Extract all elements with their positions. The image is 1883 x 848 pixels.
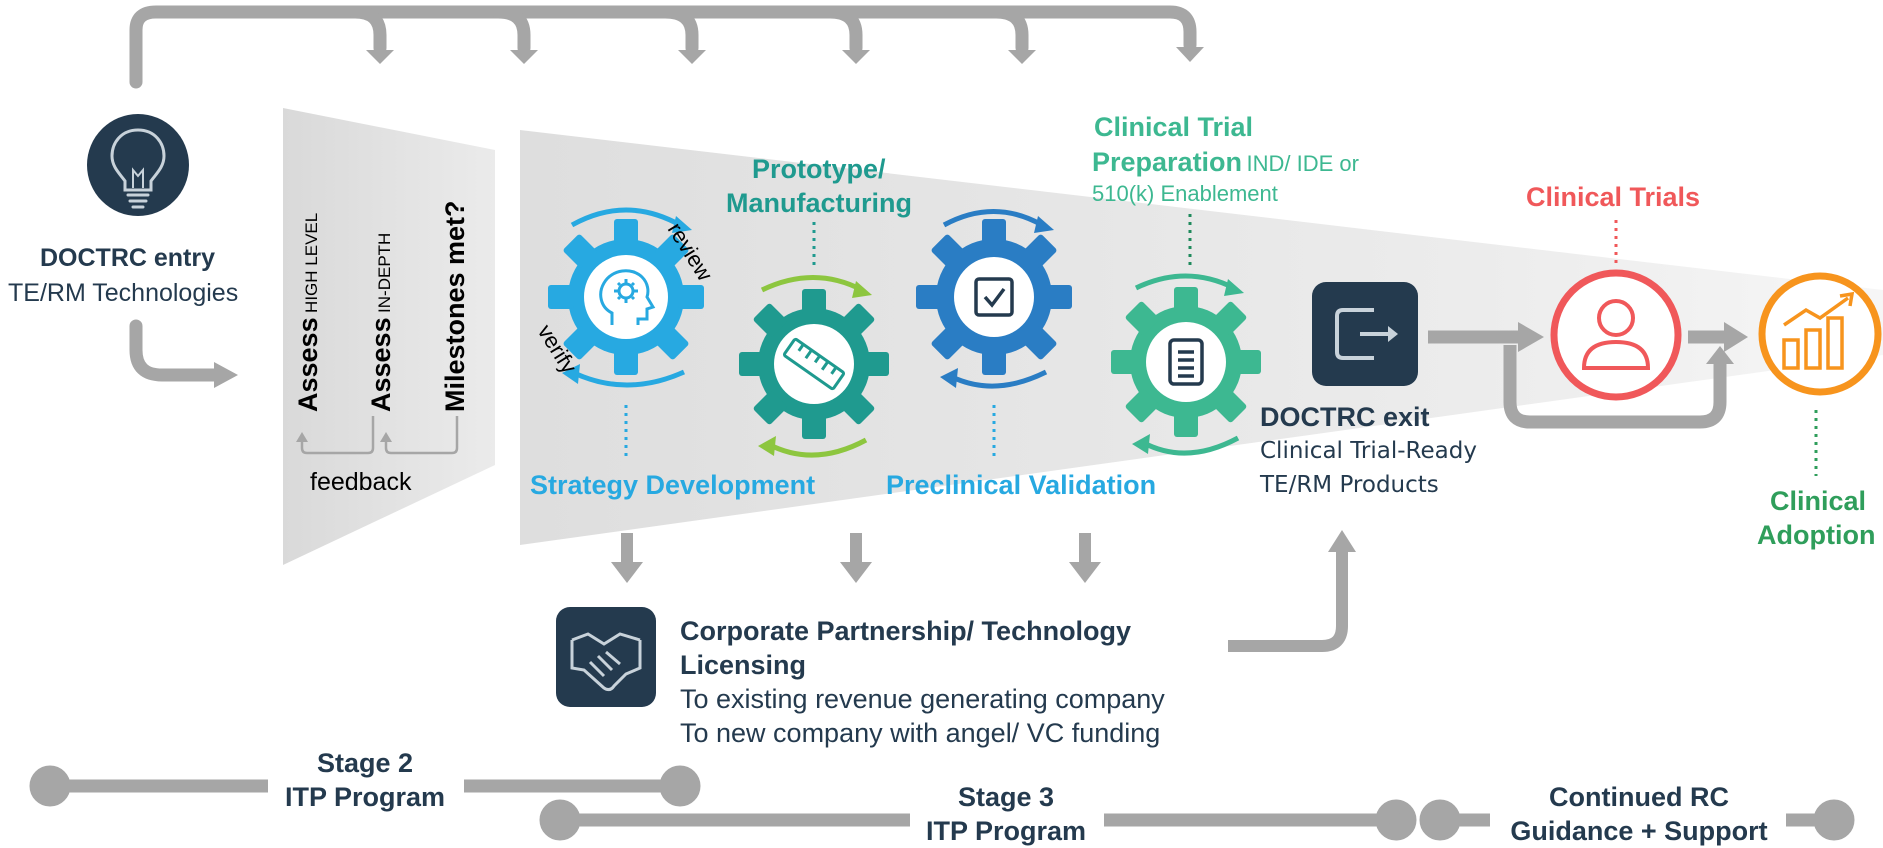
- gear-preclinical-arrow-top: [942, 209, 1044, 228]
- lightbulb-icon: [87, 114, 189, 216]
- gear-prototype-arrow-bottom: [766, 437, 868, 458]
- handshake-icon: [556, 607, 656, 707]
- gear-preclinical: [916, 219, 1072, 375]
- feedback-loops: [300, 416, 459, 455]
- continued-rc-line2: Guidance + Support: [1510, 816, 1768, 846]
- clinical-prep-label-line2: Preparation IND/ IDE or: [1092, 147, 1359, 177]
- entry-title: DOCTRC entry: [40, 244, 216, 272]
- clinical-adoption-line2: Adoption: [1757, 520, 1876, 550]
- stage-bars: [29, 765, 1855, 841]
- clinical-trials-label: Clinical Trials: [1526, 182, 1701, 212]
- partnership-line1: To existing revenue generating company: [680, 684, 1165, 714]
- exit-line1: Clinical Trial-Ready: [1260, 438, 1477, 464]
- funnel-assess: [283, 108, 495, 565]
- stage3-line1: Stage 3: [957, 782, 1055, 812]
- partnership-line2: To new company with angel/ VC funding: [680, 718, 1161, 748]
- assess-in-depth-label: Assess IN-DEPTH: [366, 233, 397, 412]
- prototype-label-line2: Manufacturing: [726, 188, 912, 218]
- gear-strategy-arrow-top: [570, 207, 682, 228]
- stage2-line2: ITP Program: [284, 782, 446, 812]
- feedback-label: feedback: [310, 468, 412, 496]
- stage2-line1: Stage 2: [316, 748, 414, 778]
- gear-prototype-arrow-top: [760, 275, 864, 293]
- gear-clinical-prep: [1111, 287, 1261, 437]
- partnership-title-line1: Corporate Partnership/ Technology: [680, 616, 1132, 646]
- exit-line2: TE/RM Products: [1260, 472, 1439, 498]
- continued-rc-line1: Continued RC: [1549, 782, 1729, 812]
- prototype-label-line1: Prototype/: [752, 154, 886, 184]
- exit-icon: [1312, 282, 1418, 386]
- exit-title: DOCTRC exit: [1260, 402, 1430, 432]
- strategy-development-label: Strategy Development: [530, 470, 816, 500]
- checkbox-icon: [974, 277, 1014, 317]
- entry-arrow: [129, 319, 225, 382]
- gear-strategy-arrow-bottom: [570, 369, 686, 388]
- gear-clinical-arrow-top: [1134, 273, 1236, 291]
- down-arrows: [611, 533, 1101, 583]
- assess-label: Assess: [366, 317, 396, 412]
- assess-qualifier: IN-DEPTH: [375, 232, 394, 313]
- growth-chart-icon: [1758, 272, 1882, 396]
- top-bracket: [129, 5, 1197, 89]
- entry-subtitle: TE/RM Technologies: [8, 279, 239, 307]
- ruler-icon: [782, 337, 846, 391]
- preclinical-validation-label: Preclinical Validation: [886, 470, 1157, 500]
- assess-high-level-label: Assess HIGH LEVEL: [293, 213, 324, 412]
- top-bracket-arrowheads: [366, 47, 1204, 64]
- gear-prototype: [739, 289, 889, 439]
- clinical-adoption-line1: Clinical: [1770, 486, 1867, 516]
- partnership-title-line2: Licensing: [680, 650, 807, 680]
- dotted-connectors: [624, 214, 1818, 476]
- assess-qualifier: HIGH LEVEL: [302, 212, 321, 313]
- assess-label: Assess: [293, 317, 323, 412]
- person-icon: [1550, 269, 1682, 401]
- document-icon: [1168, 338, 1204, 386]
- clinical-prep-label-line1: Clinical Trial: [1094, 112, 1254, 142]
- gear-clinical-arrow-bottom: [1140, 435, 1240, 456]
- head-gear-icon: [599, 269, 656, 325]
- partnership-to-exit-arrow: [1228, 548, 1348, 652]
- milestones-label: Milestones met?: [440, 200, 470, 412]
- stage3-line2: ITP Program: [925, 816, 1087, 846]
- gear-preclinical-arrow-bottom: [948, 369, 1048, 389]
- gear-strategy: [548, 219, 704, 375]
- clinical-prep-note: 510(k) Enablement: [1092, 181, 1278, 206]
- trials-bypass-loop: [1503, 345, 1727, 429]
